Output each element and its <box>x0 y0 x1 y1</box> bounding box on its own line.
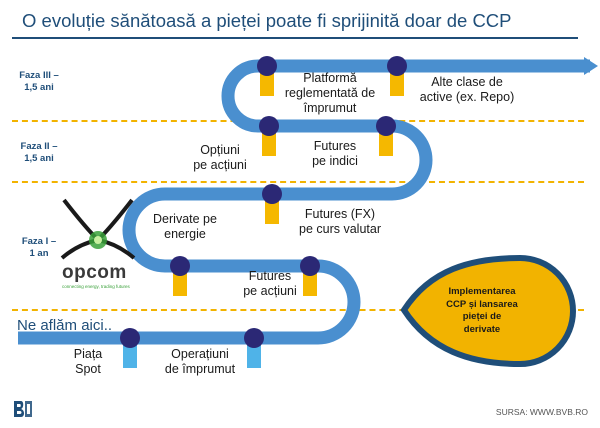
phase-divider-3 <box>12 309 584 311</box>
source-credit: SURSA: WWW.BVB.RO <box>495 407 588 417</box>
serpentine-road <box>18 59 590 345</box>
title-underline <box>12 37 578 39</box>
you-are-here-label: Ne aflăm aici.. <box>17 317 113 334</box>
marker-head <box>244 328 264 348</box>
page-title: O evoluție sănătoasă a pieței poate fi s… <box>22 10 512 31</box>
marker-head <box>259 116 279 136</box>
marker-head <box>170 256 190 276</box>
marker-head <box>376 116 396 136</box>
milestone-marker-stock-options <box>259 116 279 156</box>
road-arrow-head <box>584 57 598 75</box>
phase-2-label: Faza II –1,5 ani <box>20 141 58 164</box>
marker-head <box>300 256 320 276</box>
milestone-marker-fx-futures <box>262 184 282 224</box>
phase-3-label: Faza III –1,5 ani <box>19 70 59 93</box>
marker-head <box>257 56 277 76</box>
bvb-logo-icon <box>14 401 32 417</box>
milestone-marker-other-assets <box>387 56 407 96</box>
opcom-logo-icon <box>60 198 136 260</box>
milestone-markers <box>120 56 407 368</box>
opcom-logo-wordmark: opcom <box>62 262 127 283</box>
milestone-marker-stock-futures <box>300 256 320 296</box>
phase-divider-2 <box>12 181 584 183</box>
step-label-fx-futures: Futures (FX)pe curs valutar <box>299 207 381 236</box>
marker-head <box>120 328 140 348</box>
goal-drop-shape <box>400 254 576 368</box>
marker-head <box>262 184 282 204</box>
milestone-marker-spot-market <box>120 328 140 368</box>
phase-1-label: Faza I –1 an <box>21 236 57 259</box>
marker-head <box>387 56 407 76</box>
milestone-marker-lending-platform <box>257 56 277 96</box>
milestone-marker-index-futures <box>376 116 396 156</box>
milestone-marker-energy-derivatives <box>170 256 190 296</box>
milestone-marker-lending <box>244 328 264 368</box>
opcom-logo-tagline: connecting energy, trading futures <box>62 284 130 289</box>
